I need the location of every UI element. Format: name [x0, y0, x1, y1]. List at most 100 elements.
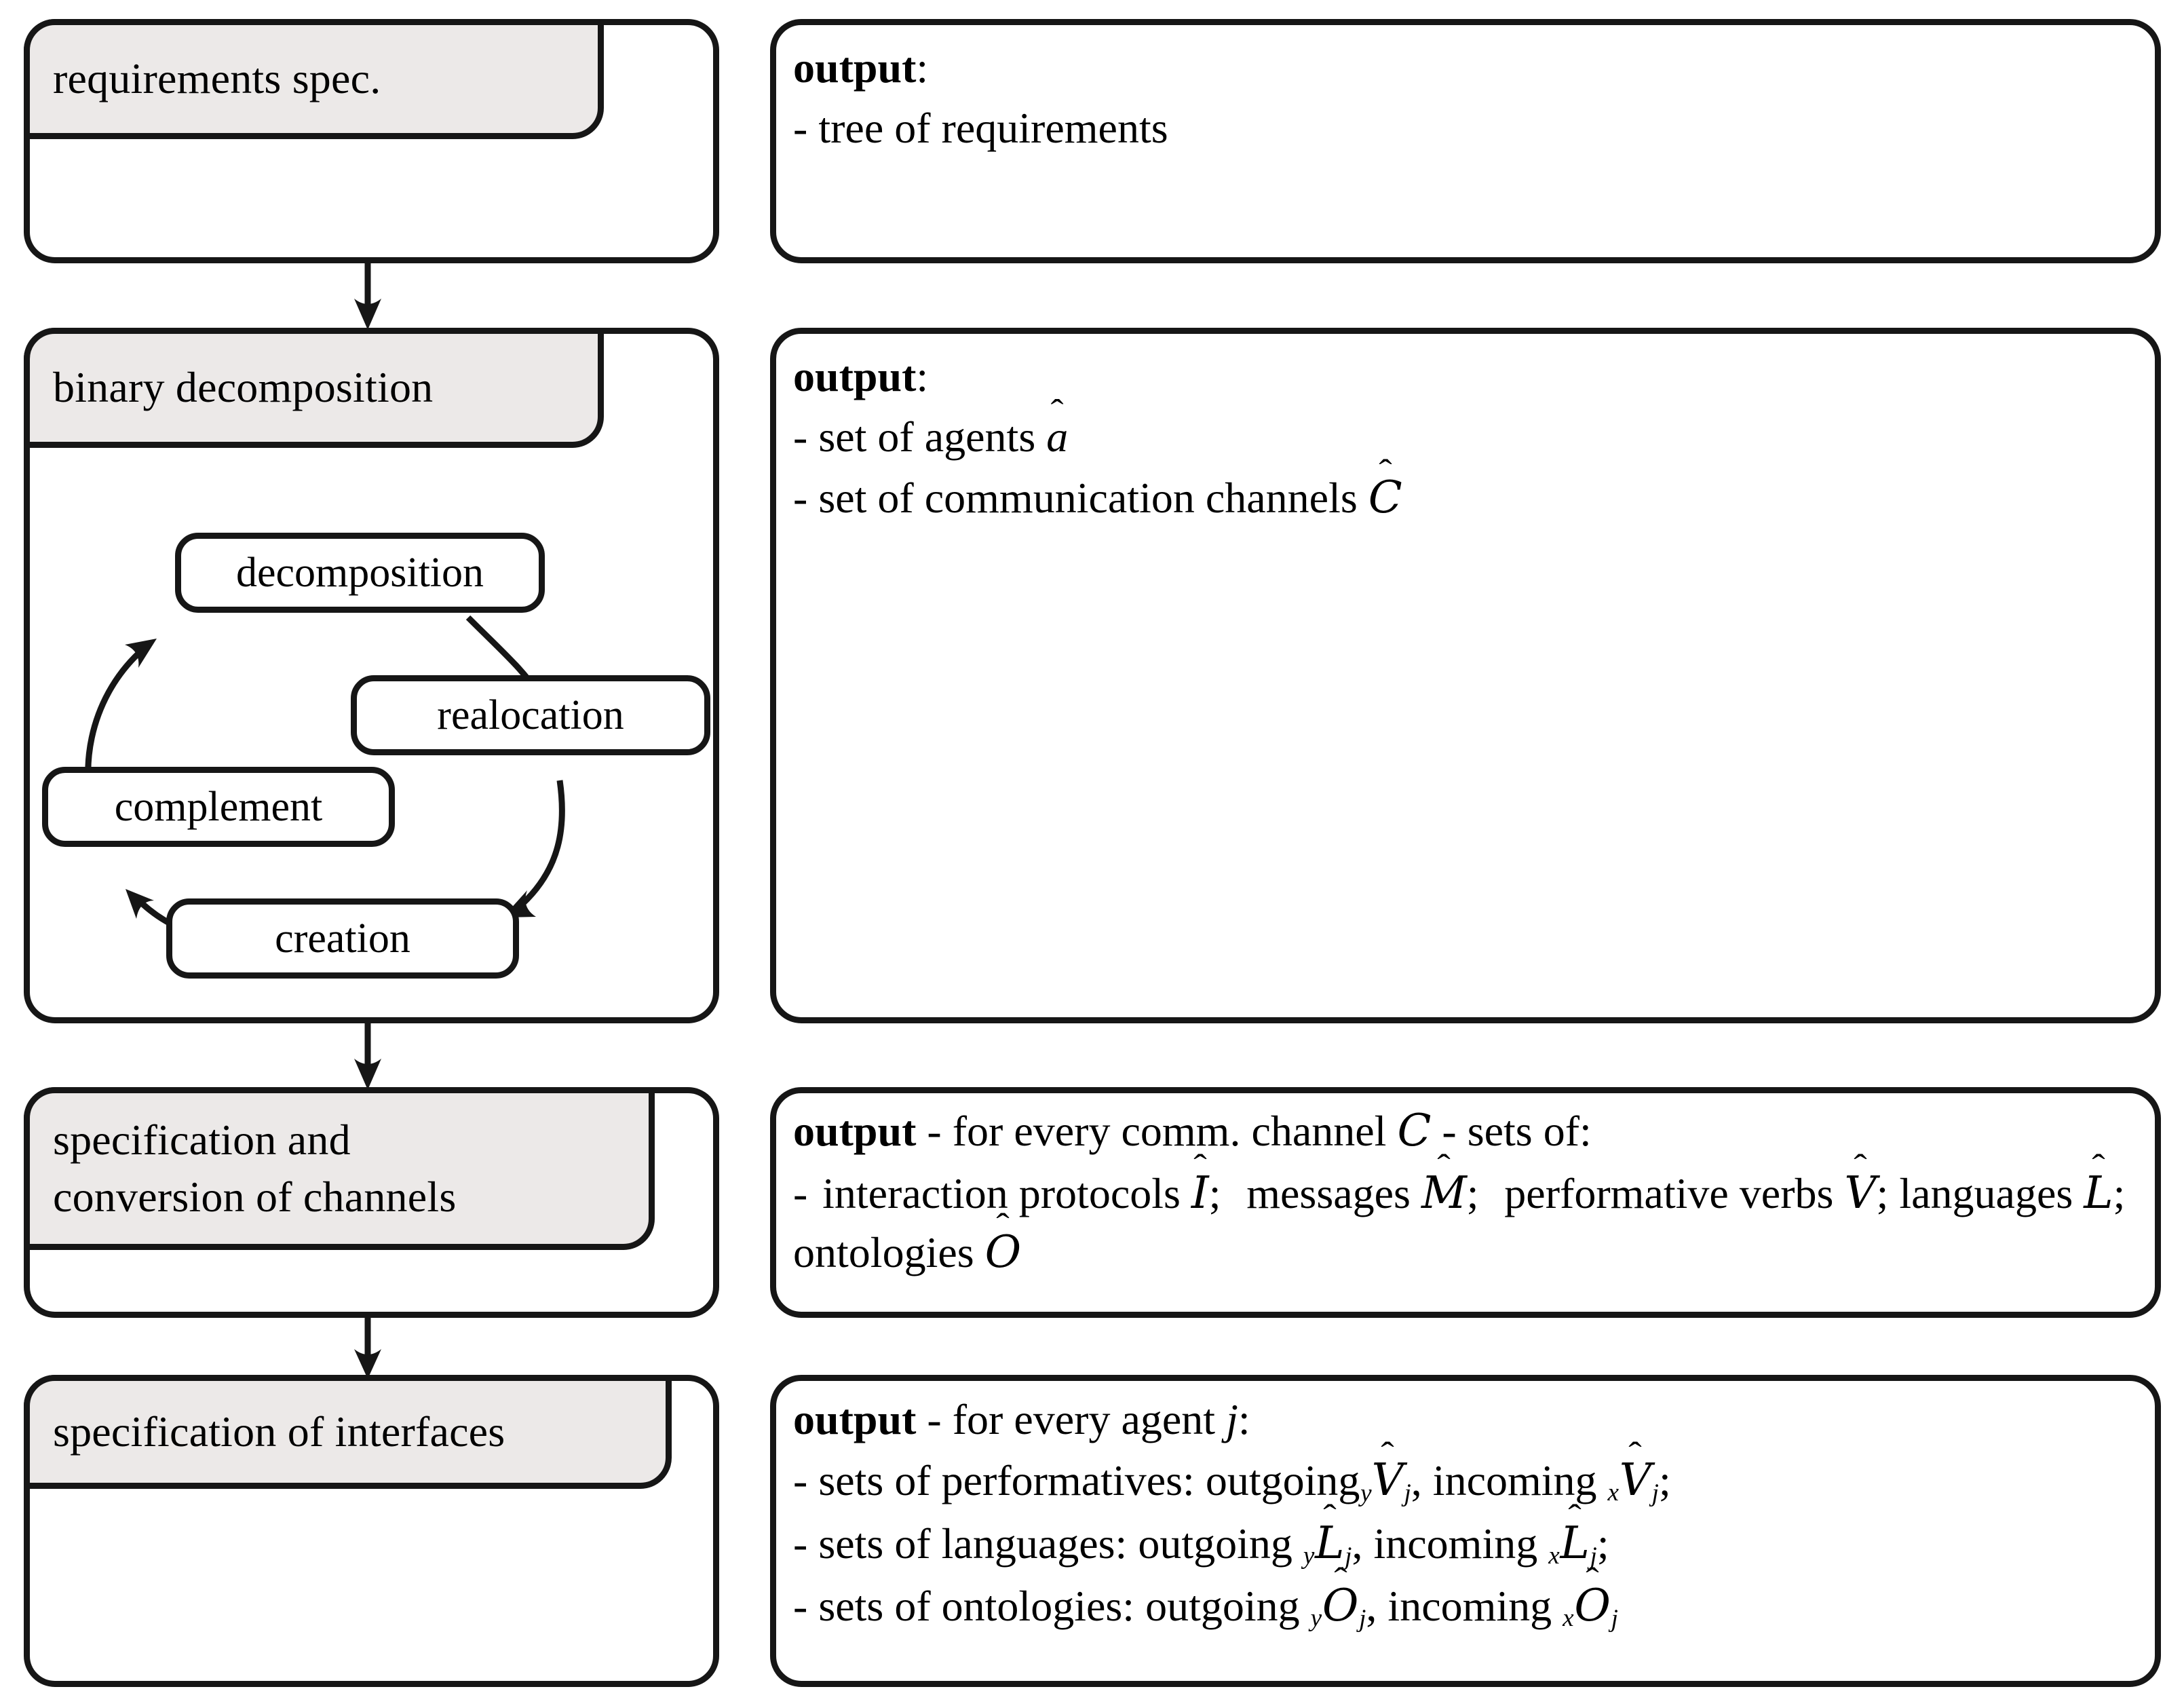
hat-mark: ˆ — [2092, 1148, 2105, 1186]
index-agent: j — [1404, 1479, 1411, 1508]
index-incoming: x — [1607, 1479, 1620, 1507]
stage-title-label: requirements spec. — [53, 54, 381, 103]
output-heading-word: output — [793, 352, 917, 400]
flow-arrow-2 — [354, 1019, 381, 1090]
symbol-base: I — [1191, 1167, 1209, 1219]
hat-mark: ˆ — [1628, 1435, 1643, 1474]
index-outgoing: y — [1360, 1479, 1372, 1508]
hat-mark: ˆ — [1586, 1561, 1599, 1599]
index-incoming: x — [1548, 1541, 1560, 1570]
output-heading-colon: : — [916, 43, 929, 92]
output-item-text: languages — [1899, 1169, 2084, 1217]
cycle-node-creation[interactable]: creation — [166, 898, 519, 979]
output-box-specification-and-conversion-of-channels — [770, 1087, 2161, 1318]
cycle-node-label: complement — [114, 784, 323, 830]
symbol-base: L — [2084, 1167, 2113, 1219]
output-heading: output - for every comm. channel C - set… — [793, 1102, 2138, 1160]
hat-mark: ˆ — [1437, 1148, 1451, 1186]
symbol-base: O — [1322, 1580, 1359, 1632]
output-item-text: interaction protocols — [822, 1169, 1191, 1217]
output-item-text: incoming — [1387, 1582, 1563, 1631]
output-item-text: verbs — [1739, 1169, 1845, 1217]
flow-arrow-3 — [354, 1314, 381, 1379]
output-item-text: sets of languages: outgoing — [818, 1519, 1303, 1568]
output-item-text: incoming — [1373, 1519, 1549, 1568]
cycle-node-label: decomposition — [235, 550, 484, 596]
output-box-specification-of-interfaces — [770, 1375, 2161, 1687]
stage-title-label: binary decomposition — [53, 363, 434, 412]
index-outgoing: y — [1310, 1604, 1322, 1633]
symbol-base: M — [1421, 1167, 1467, 1219]
symbol-agent-index: j — [1226, 1395, 1238, 1443]
list-dash: - — [793, 413, 808, 461]
sep-semicolon: ; — [1876, 1169, 1900, 1217]
hat-mark: ˆ — [1378, 453, 1392, 492]
hat-mark: ˆ — [1193, 1148, 1207, 1186]
symbol-base: V — [1619, 1454, 1651, 1506]
symbol-base: L — [1315, 1517, 1345, 1569]
output-heading-colon: : — [916, 352, 929, 400]
output-panel-specification-of-interfaces: output - for every agent j: - sets of pe… — [770, 1375, 2161, 1687]
list-dash: - — [793, 1456, 808, 1505]
symbol-base: a — [1046, 413, 1069, 461]
cycle-node-complement[interactable]: complement — [42, 767, 395, 847]
cycle-node-realocation[interactable]: realocation — [351, 675, 710, 755]
index-agent: j — [1590, 1542, 1597, 1570]
output-heading-word: output — [793, 1107, 917, 1155]
index-agent: j — [1611, 1605, 1618, 1633]
hat-mark: ˆ — [1333, 1561, 1347, 1599]
hat-mark: ˆ — [996, 1207, 1010, 1245]
output-item-text: ontologies — [793, 1228, 985, 1277]
symbol-base: C — [1368, 472, 1402, 524]
sep-semicolon: ; — [1208, 1169, 1232, 1217]
index-incoming: x — [1563, 1604, 1574, 1633]
output-item-text: messages — [1246, 1169, 1421, 1217]
cycle-node-decomposition[interactable]: decomposition — [175, 533, 545, 613]
sep-semicolon: ; — [1658, 1456, 1671, 1505]
output-item-text: set of communication channels — [818, 474, 1368, 523]
output-item-text: sets of ontologies: outgoing — [818, 1582, 1311, 1631]
stage-title-tab-binary-decomposition: binary decomposition — [24, 328, 604, 448]
hat-mark: ˆ — [1854, 1148, 1867, 1186]
symbol-base: L — [1560, 1517, 1590, 1569]
index-agent: j — [1345, 1542, 1352, 1570]
index-agent: j — [1359, 1605, 1366, 1633]
hat-mark: ˆ — [1323, 1498, 1337, 1537]
output-box-binary-decomposition — [770, 328, 2161, 1023]
output-heading-rest: - for every comm. channel — [916, 1107, 1398, 1155]
output-panel-requirements-spec: output: - tree of requirements — [770, 19, 2161, 263]
stage-title-label: specification of interfaces — [53, 1407, 505, 1456]
list-dash: - — [793, 474, 808, 523]
output-item-text: set of agents — [818, 413, 1047, 461]
output-heading: output: — [793, 348, 2138, 404]
stage-title-label: specification and conversion of channels — [53, 1115, 457, 1221]
hat-mark: ˆ — [1568, 1498, 1582, 1537]
output-box-requirements-spec — [770, 19, 2161, 263]
symbol-base: V — [1371, 1454, 1404, 1506]
sep-semicolon: ; — [1596, 1519, 1609, 1568]
cycle-node-label: realocation — [437, 692, 624, 738]
output-heading-rest: - for every agent — [916, 1395, 1227, 1443]
sep-semicolon: ; — [2113, 1169, 2126, 1217]
list-dash: - — [793, 104, 808, 153]
output-heading-colon: : — [1238, 1395, 1250, 1443]
cycle-node-label: creation — [275, 915, 410, 962]
output-heading-tail: - sets of: — [1431, 1107, 1592, 1155]
